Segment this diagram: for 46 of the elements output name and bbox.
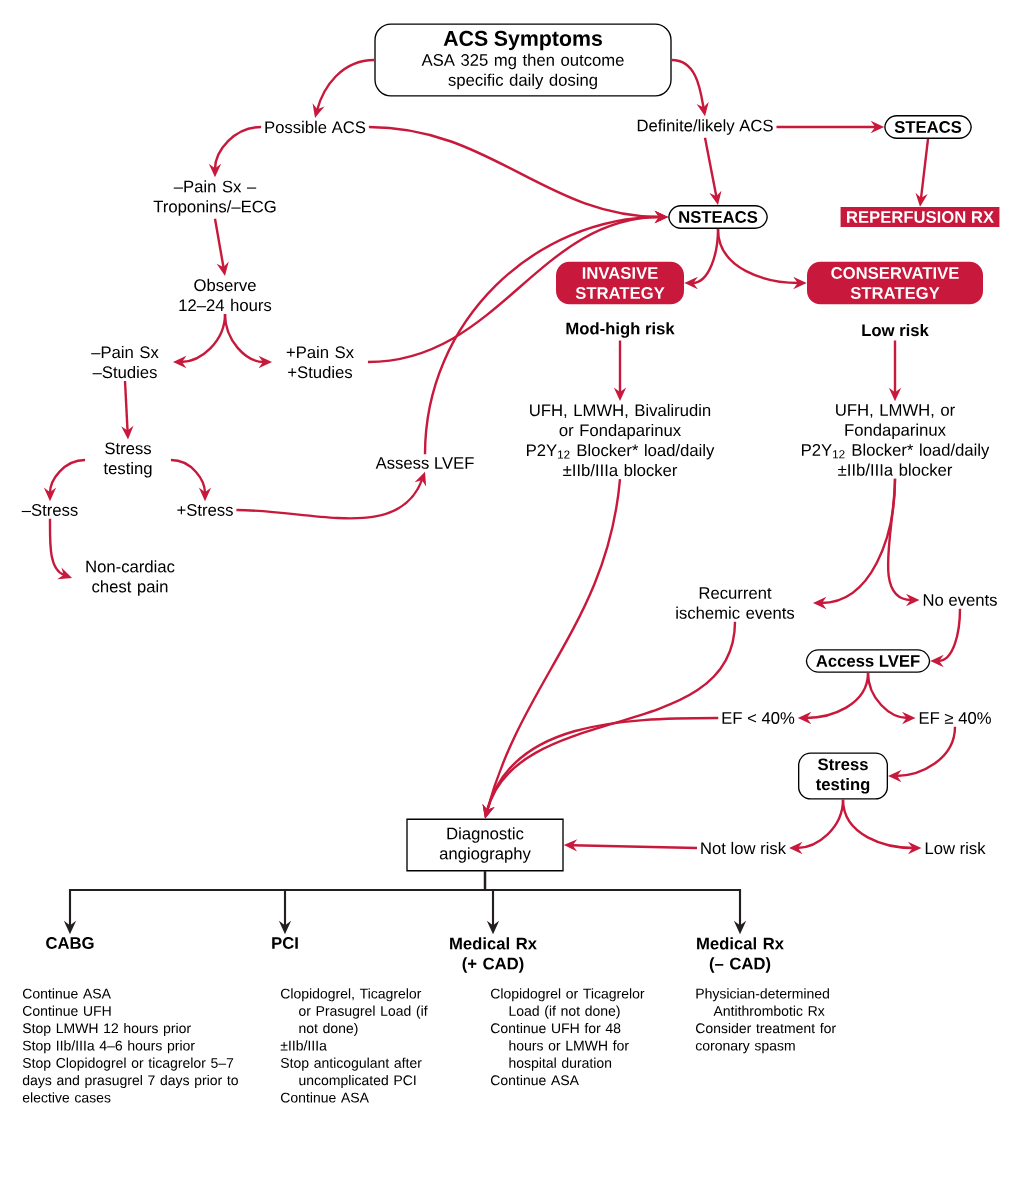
node-label: Continue ASA (22, 988, 111, 999)
step-text: Observe 12–24 hours (179, 278, 272, 312)
step-text: +Stress (177, 504, 233, 516)
step-text: Possible ACS (265, 120, 366, 134)
step-text: No events (923, 594, 997, 606)
treatment-text: UFH, LMWH, or Fondaparinux P2Y$_{12}$ Blocker* load/daily ±IIb/IIIa blocker (802, 404, 990, 476)
step-text: Stress testing (103, 442, 152, 478)
step-text: –Pain Sx –Troponins/–ECG (153, 180, 276, 216)
node-label: Clopidogrel, Ticagrelor or Prasugrel Load (if not done) (280, 988, 428, 1036)
treatment-list: Clopidogrel or Ticagrelor Load (if not done) Continue UFH for 48 hours or LMWH for hospital duration Continue ASA (491, 988, 645, 1086)
process-box: Stress testing (798, 752, 888, 800)
step-text: –Pain Sx –Studies (91, 345, 159, 379)
symptoms-box: ACS Symptoms ASA 325 mg then outcome specific daily dosing (374, 23, 672, 97)
risk-label: Low risk (862, 323, 929, 337)
step-text: Not low risk (701, 841, 787, 855)
outcome-heading: Medical Rx (– CAD) (697, 937, 784, 973)
node-label: Stop anticogulant after uncomplicated PCI (280, 1057, 422, 1088)
step-text: –Stress (21, 504, 78, 516)
strategy-box: INVASIVE STRATEGY (556, 261, 684, 305)
strategy-box: CONSERVATIVE STRATEGY (807, 261, 983, 305)
step-text: Low risk (925, 841, 986, 855)
outcome-heading: Medical Rx (+ CAD) (450, 937, 537, 973)
outcome-heading: CABG (46, 937, 94, 949)
step-text: Recurrent ischemic events (676, 587, 795, 619)
node-label: ±IIb/IIIa (280, 1040, 327, 1051)
node-label: Stop IIb/IIIa 4–6 hours prior (22, 1040, 195, 1054)
angiography-box: Diagnostic angiography (406, 818, 564, 872)
process-box: NSTEACS (668, 205, 768, 229)
treatment-list: Continue ASA Continue UFH Stop LMWH 12 hours prior Stop IIb/IIIa 4–6 hours prior Stop Clopidogrel or ticagrelor 5–7 days and prasugrel 7 days prior to elective cases (22, 988, 238, 1103)
treatment-list: Clopidogrel, Ticagrelor or Prasugrel Load (if not done) ±IIb/IIIa Stop anticogulant after uncomplicated PCI Continue ASA (280, 988, 428, 1103)
step-text: Assess LVEF (375, 457, 474, 469)
step-text: EF ≥ 40% (919, 712, 991, 724)
risk-label: Mod-high risk (566, 322, 675, 338)
step-text: Definite/likely ACS (637, 119, 773, 135)
node-label: Continue UFH (22, 1005, 111, 1016)
process-box: STEACS (884, 115, 972, 139)
step-text: Non-cardiac chest pain (86, 560, 175, 596)
step-text: +Pain Sx +Studies (286, 345, 354, 379)
node-label: Continue ASA (280, 1092, 369, 1103)
treatment-text: UFH, LMWH, Bivalirudin or Fondaparinux P2Y$_{12}$ Blocker* load/daily ±IIb/IIIa blocker (527, 403, 715, 477)
step-text: EF < 40% (722, 712, 795, 724)
process-box: Access LVEF (805, 649, 931, 673)
node-label: Stop LMWH 12 hours prior (22, 1022, 191, 1036)
treatment-list: Physician-determined Antithrombotic Rx Consider treatment for coronary spasm (695, 988, 836, 1054)
outcome-heading: PCI (272, 937, 298, 949)
node-label: Stop Clopidogrel or ticagrelor 5–7 days and prasugrel 7 days prior to elective cases (22, 1057, 238, 1103)
